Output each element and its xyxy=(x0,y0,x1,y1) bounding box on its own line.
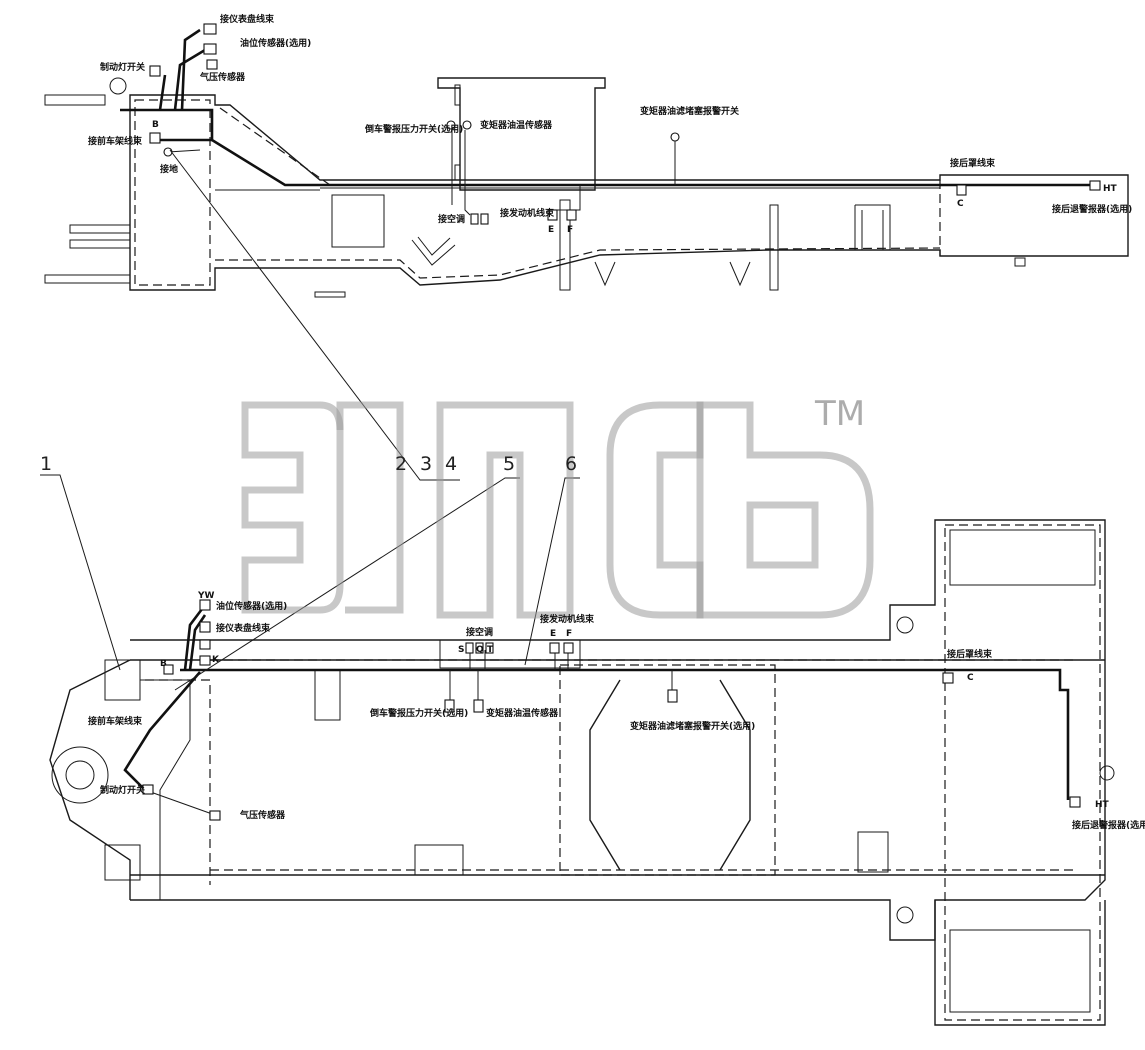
letter-s: S xyxy=(458,645,464,655)
letter-c: C xyxy=(957,199,964,209)
callout-leaders xyxy=(40,149,580,691)
label-air-pressure-sensor: 气压传感器 xyxy=(199,71,246,83)
letter-e: E xyxy=(548,225,554,235)
label-oil-temp-sensor-2: 变矩器油温传感器 xyxy=(486,707,559,719)
letter-ht: HT xyxy=(1103,184,1118,194)
callout-3: 3 xyxy=(420,453,432,475)
label-front-frame-harness-2: 接前车架线束 xyxy=(88,715,143,727)
callout-numbers: 1 2 3 4 5 6 xyxy=(40,453,577,475)
letter-f: F xyxy=(567,225,573,235)
label-reverse-alarm-pressure-switch: 倒车警报压力开关(选用) xyxy=(364,123,463,135)
label-reverse-alarm-buzzer: 接后退警报器(选用) xyxy=(1052,203,1132,215)
label-air-conditioner: 接空调 xyxy=(438,213,465,225)
label-air-conditioner-2: 接空调 xyxy=(466,626,493,638)
label-oil-level-sensor: 油位传感器(选用) xyxy=(240,37,311,49)
label-front-frame-harness: 接前车架线束 xyxy=(88,135,143,147)
letter-f-2: F xyxy=(566,629,572,639)
label-engine-harness-2: 接发动机线束 xyxy=(540,613,595,625)
letter-k: K xyxy=(212,655,220,665)
label-filter-alarm-switch: 变矩器油滤堵塞报警开关 xyxy=(640,105,739,117)
label-engine-harness: 接发动机线束 xyxy=(500,207,555,219)
top-view-labels: 接仪表盘线束 油位传感器(选用) 制动灯开关 气压传感器 接前车架线束 接地 倒… xyxy=(88,13,1132,235)
letter-c-2: C xyxy=(967,673,974,683)
letter-b-2: B xyxy=(160,659,167,669)
label-reverse-alarm-buzzer-2: 接后退警报器(选用) xyxy=(1072,819,1145,831)
letter-ht-2: HT xyxy=(1095,800,1110,810)
label-air-pressure-sensor-2: 气压传感器 xyxy=(239,809,286,821)
letter-q: Q xyxy=(476,645,484,655)
frame-plan-view xyxy=(49,519,1115,1026)
label-filter-alarm-switch-2: 变矩器油滤堵塞报警开关(选用) xyxy=(630,720,755,732)
letter-e-2: E xyxy=(550,629,556,639)
watermark-logo: TM xyxy=(241,394,874,619)
callout-4: 4 xyxy=(445,453,457,475)
trademark-mark: TM xyxy=(814,394,865,434)
label-dashboard-harness: 接仪表盘线束 xyxy=(220,13,275,25)
callout-5: 5 xyxy=(503,453,515,475)
callout-1: 1 xyxy=(40,453,52,475)
letter-b: B xyxy=(152,120,159,130)
letter-t: T xyxy=(487,645,494,655)
label-ground: 接地 xyxy=(160,163,178,175)
label-brake-light-switch-2: 制动灯开关 xyxy=(100,784,145,796)
label-rear-cover-harness: 接后罩线束 xyxy=(950,157,996,169)
callout-2: 2 xyxy=(395,453,407,475)
label-brake-light-switch: 制动灯开关 xyxy=(100,61,145,73)
bottom-view-labels: YW 油位传感器(选用) 接仪表盘线束 接发动机线束 接空调 接后罩线束 接前车… xyxy=(88,591,1145,831)
label-oil-level-sensor-2: 油位传感器(选用) xyxy=(216,600,287,612)
label-reverse-alarm-pressure-switch-2: 倒车警报压力开关(选用) xyxy=(369,707,468,719)
label-dashboard-harness-2: 接仪表盘线束 xyxy=(216,622,271,634)
callout-6: 6 xyxy=(565,453,577,475)
label-rear-cover-harness-2: 接后罩线束 xyxy=(947,648,993,660)
frame-side-view xyxy=(44,23,1129,298)
letter-yw: YW xyxy=(197,591,215,601)
label-oil-temp-sensor: 变矩器油温传感器 xyxy=(480,119,553,131)
